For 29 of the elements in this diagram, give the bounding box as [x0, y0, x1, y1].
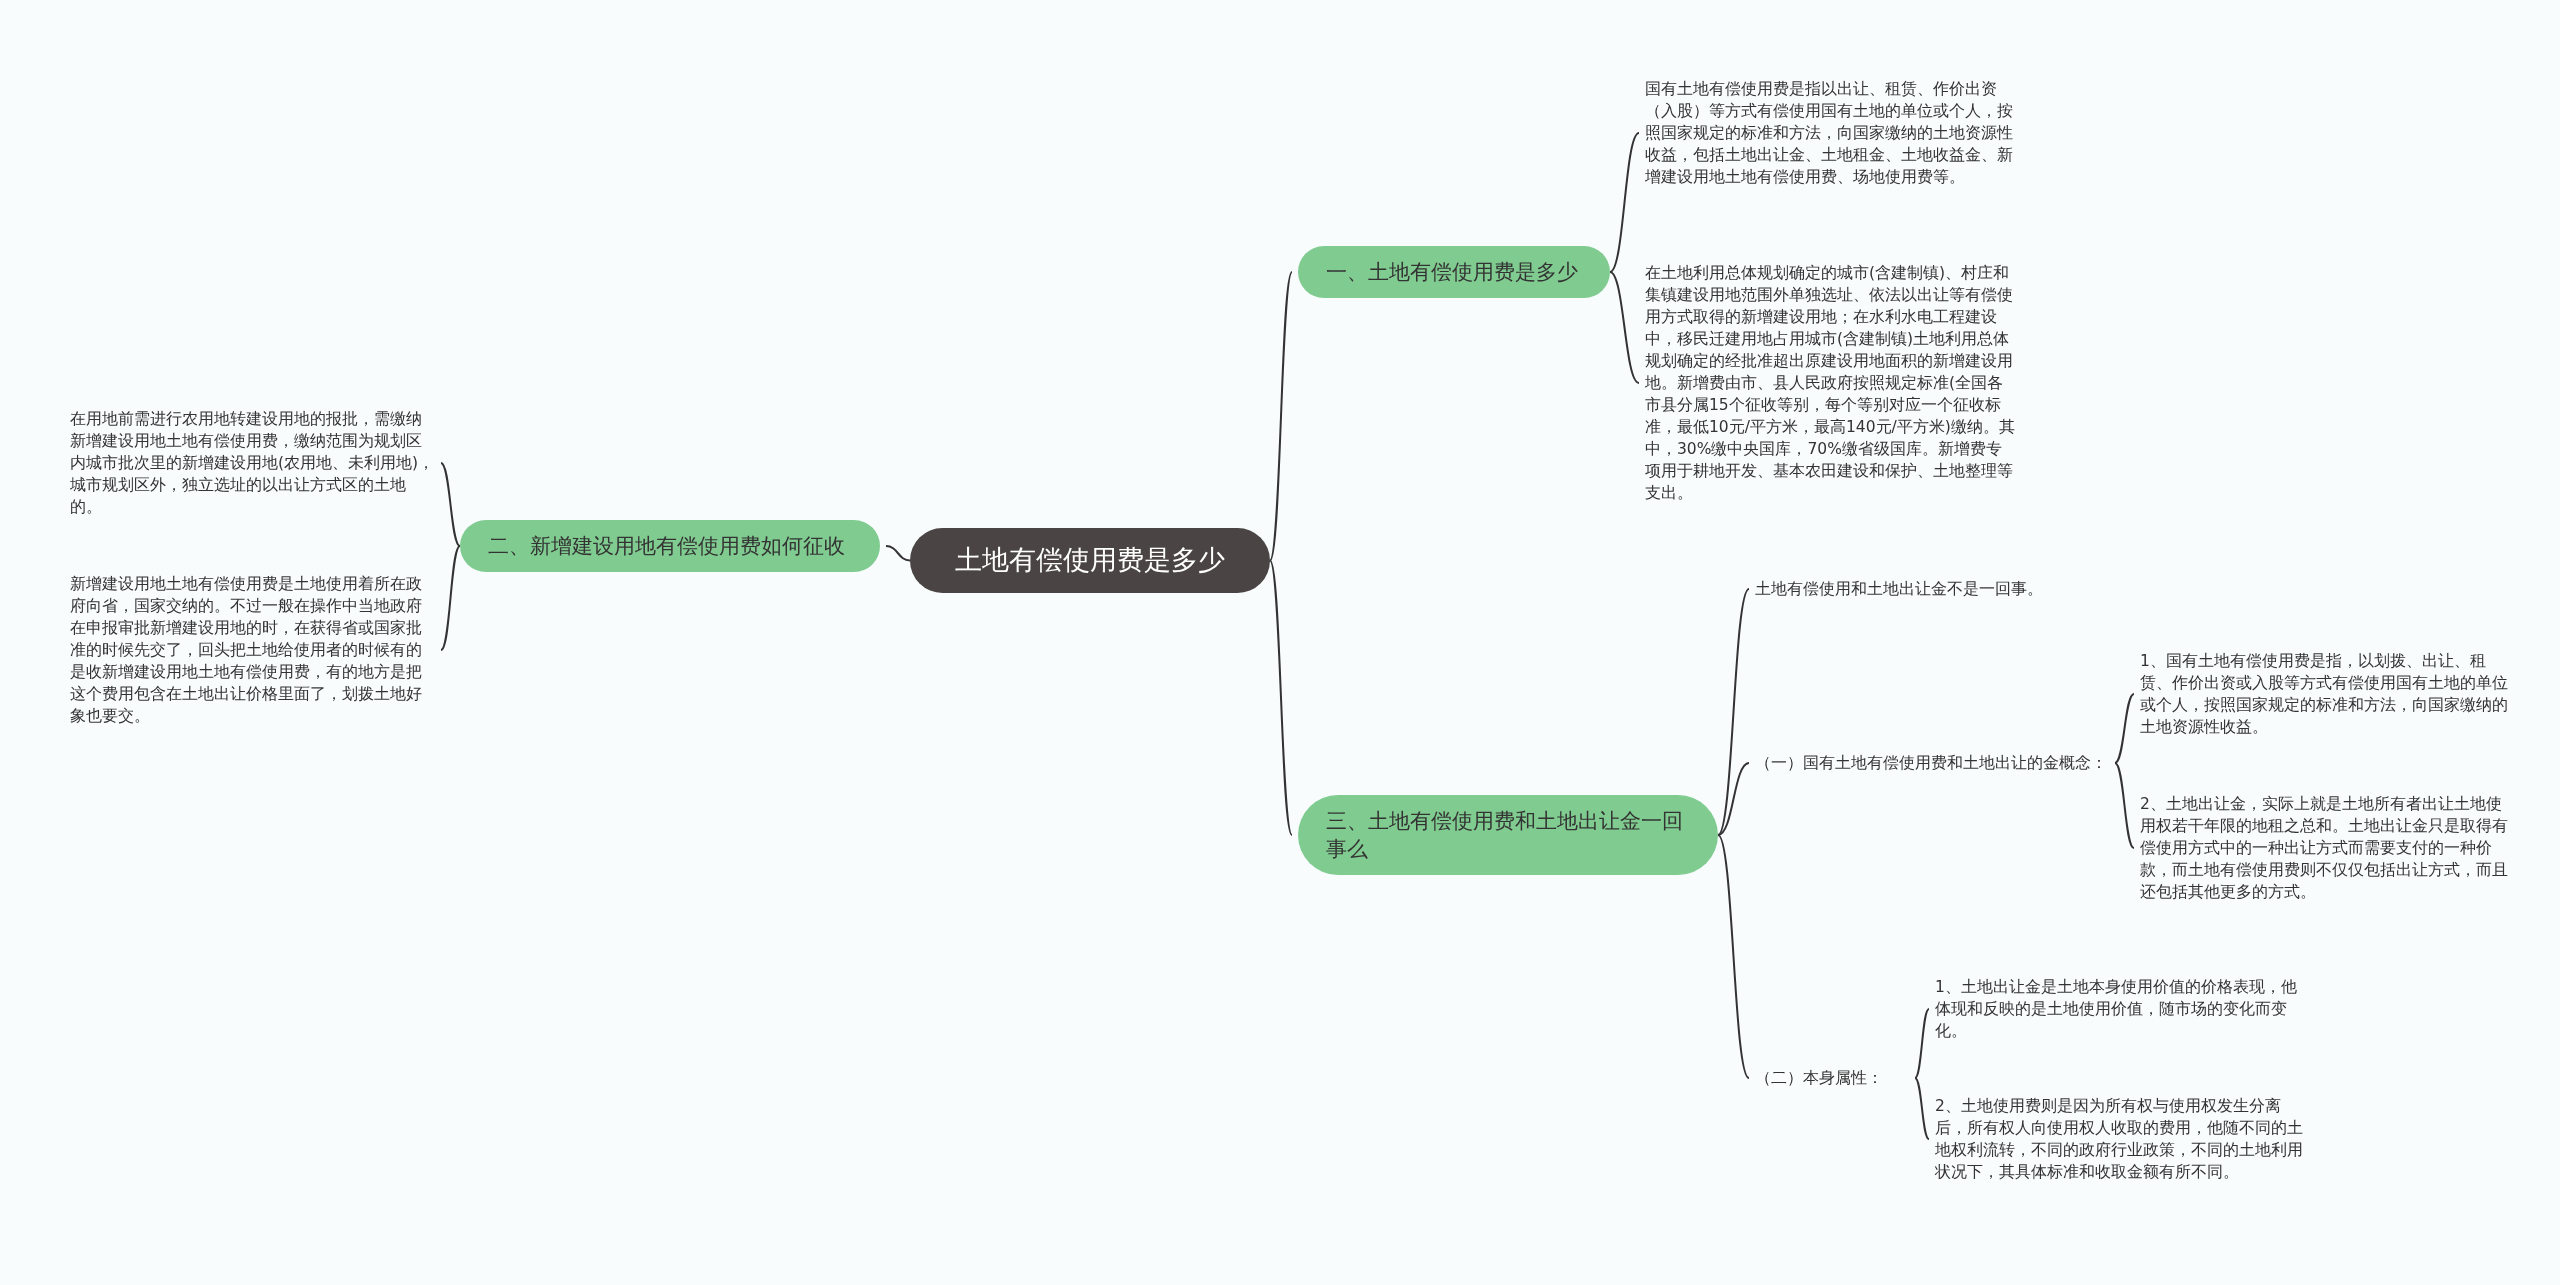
leaf-text: 土地有偿使用和土地出让金不是一回事。 [1755, 578, 2135, 600]
leaf-text: 在土地利用总体规划确定的城市(含建制镇)、村庄和集镇建设用地范围外单独选址、依法以出让等有偿使用方式取得的新增建设用地；在水利水电工程建设中，移民迁建用地占用城市(含建制镇)土地利用总体规划确定的经批准超出原建设用地面积的新增建设用地。新增费由市、县人民政府按照规定标准(全国各市县分属15个征收等别，每个等别对应一个征收标准，最低10元/平方米，最高140元/平方米)缴纳。其中，30%缴中央国库，70%缴省级国库。新增费专项用于耕地开发、基本农田建设和保护、土地整理等支出。 [1645, 262, 2015, 504]
connector-line [1269, 271, 1293, 562]
connector-line [440, 462, 461, 547]
connector-line [1914, 1077, 1930, 1140]
central-topic: 土地有偿使用费是多少 [910, 528, 1270, 593]
connector-line [1609, 132, 1640, 273]
connector-line [2114, 693, 2135, 764]
connector-line [2114, 762, 2135, 849]
leaf-text: 在用地前需进行农用地转建设用地的报批，需缴纳新增建设用地土地有偿使用费，缴纳范围为规划区内城市批次里的新增建设用地(农用地、未利用地)，城市规划区外，独立选址的以出让方式区的土地的。 [70, 408, 435, 518]
leaf-text: 1、国有土地有偿使用费是指，以划拨、出让、租赁、作价出资或入股等方式有偿使用国有土地的单位或个人，按照国家规定的标准和方法，向国家缴纳的土地资源性收益。 [2140, 650, 2515, 738]
branch-topic: 二、新增建设用地有偿使用费如何征收 [460, 520, 880, 572]
branch-topic: 三、土地有偿使用费和土地出让金一回事么 [1298, 795, 1718, 875]
connector-line [440, 545, 461, 651]
leaf-text: 2、土地使用费则是因为所有权与使用权发生分离后，所有权人向使用权人收取的费用，他随不同的土地权利流转，不同的政府行业政策，不同的土地利用状况下，其具体标准和收取金额有所不同。 [1935, 1095, 2305, 1183]
connector-line [1269, 559, 1293, 836]
leaf-text: 国有土地有偿使用费是指以出让、租赁、作价出资（入股）等方式有偿使用国有土地的单位或个人，按照国家规定的标准和方法，向国家缴纳的土地资源性收益，包括土地出让金、土地租金、土地收益金、新增建设用地土地有偿使用费、场地使用费等。 [1645, 78, 2015, 188]
connector-line [1717, 588, 1750, 836]
leaf-text: 1、土地出让金是土地本身使用价值的价格表现，他体现和反映的是土地使用价值，随市场的变化而变化。 [1935, 976, 2305, 1042]
branch-topic: 一、土地有偿使用费是多少 [1298, 246, 1610, 298]
leaf-text: （二）本身属性： [1755, 1067, 1915, 1089]
leaf-text: （一）国有土地有偿使用费和土地出让的金概念： [1755, 752, 2115, 774]
leaf-text: 2、土地出让金，实际上就是土地所有者出让土地使用权若干年限的地租之总和。土地出让金只是取得有偿使用方式中的一种出让方式而需要支付的一种价款，而土地有偿使用费则不仅仅包括出让方式，而且还包括其他更多的方式。 [2140, 793, 2515, 903]
connector-line [1717, 834, 1750, 1079]
connector-line [885, 545, 911, 562]
connector-line [1717, 762, 1750, 836]
connector-line [1609, 271, 1640, 384]
connector-line [1914, 1008, 1930, 1079]
leaf-text: 新增建设用地土地有偿使用费是土地使用着所在政府向省，国家交纳的。不过一般在操作中当地政府在申报审批新增建设用地的时，在获得省或国家批准的时候先交了，回头把土地给使用者的时候有的是收新增建设用地土地有偿使用费，有的地方是把这个费用包含在土地出让价格里面了，划拨土地好象也要交。 [70, 573, 435, 727]
